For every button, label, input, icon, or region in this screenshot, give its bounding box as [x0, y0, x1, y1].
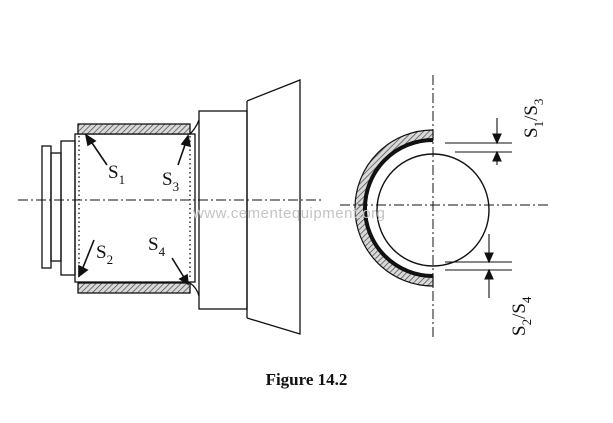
- label-s2: S2: [96, 242, 113, 267]
- journal-collar: [60, 140, 76, 276]
- flange-plate-inner: [50, 152, 62, 262]
- figure-caption: Figure 14.2: [265, 370, 348, 389]
- bearing-shell: [74, 133, 196, 283]
- flange-plate-outer: [41, 145, 52, 269]
- side-view: [41, 79, 301, 335]
- dimension-lines: [445, 118, 512, 298]
- label-s4: S4: [148, 234, 166, 259]
- lower-liner: [77, 282, 191, 294]
- clearance-arrows: [78, 133, 192, 286]
- label-top-gap: S1/S3: [521, 99, 546, 138]
- label-s1: S1: [108, 162, 125, 187]
- upper-liner: [77, 123, 191, 135]
- housing-flare: [246, 79, 301, 335]
- shell-lining: [363, 138, 434, 278]
- watermark: www.cementequipment.org: [192, 205, 385, 222]
- liner-transition: [189, 282, 200, 297]
- label-s3: S3: [162, 169, 179, 194]
- label-bottom-gap: S2/S4: [509, 296, 534, 336]
